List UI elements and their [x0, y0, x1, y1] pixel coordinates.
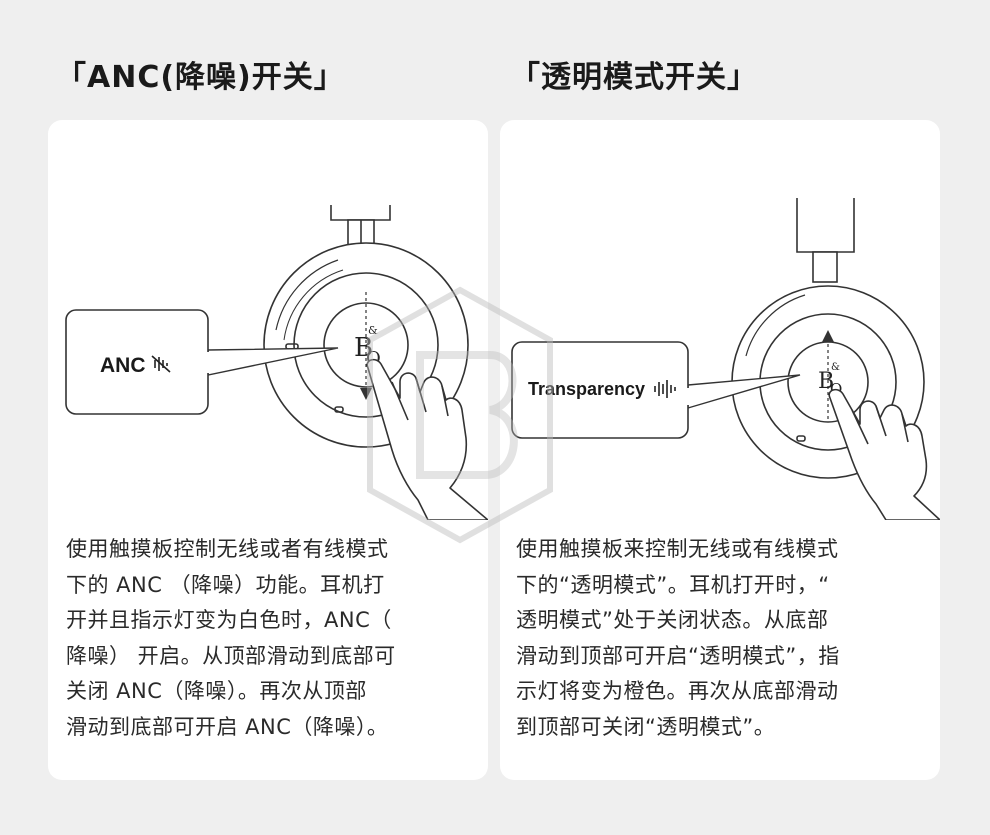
anc-callout-label: ANC	[100, 354, 146, 377]
anc-card: B & O ANC	[48, 120, 488, 780]
transparency-callout-label: Transparency	[528, 379, 645, 399]
pointing-hand-icon	[366, 358, 488, 520]
transparency-callout: Transparency	[511, 341, 801, 439]
swipe-up-arrow	[822, 330, 834, 420]
pointing-hand-icon	[828, 388, 940, 520]
sound-wave-icon	[654, 380, 676, 398]
transparency-card: B & O Transparency	[500, 120, 940, 780]
anc-heading: 「ANC(降噪)开关」	[56, 60, 345, 95]
transparency-illustration: B & O Transparency	[511, 198, 940, 520]
svg-text:B: B	[818, 369, 834, 394]
svg-text:B: B	[354, 333, 373, 363]
swipe-down-arrow	[360, 292, 372, 400]
transparency-description: 使用触摸板来控制无线或有线模式 下的“透明模式”。耳机打开时，“ 透明模式”处于…	[516, 537, 840, 739]
anc-callout: ANC	[65, 309, 339, 415]
transparency-heading: 「透明模式开关」	[510, 60, 758, 95]
anc-description: 使用触摸板控制无线或者有线模式 下的 ANC （降噪）功能。耳机打 开并且指示灯…	[66, 537, 396, 739]
headband	[796, 198, 855, 283]
anc-muted-icon	[151, 355, 171, 373]
anc-illustration: B & O ANC	[65, 205, 488, 520]
svg-text:&: &	[831, 362, 840, 373]
svg-text:&: &	[368, 324, 378, 337]
